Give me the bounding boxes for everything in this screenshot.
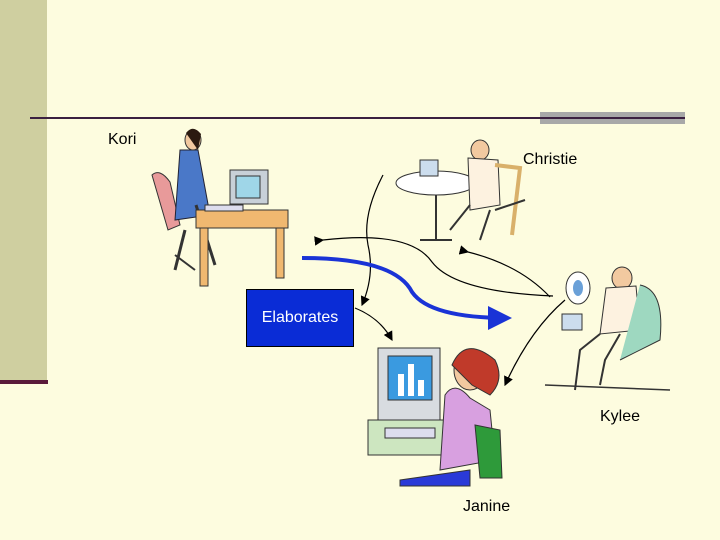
title-rule xyxy=(30,117,685,119)
kori-figure xyxy=(151,128,289,287)
sidebar-underline xyxy=(0,380,48,384)
elaborates-box: Elaborates xyxy=(246,289,354,347)
christie-figure xyxy=(395,139,526,241)
arrow-box-to-janine xyxy=(354,307,393,342)
arrow-kylee-to-christie xyxy=(458,245,551,298)
kylee-figure xyxy=(544,266,671,391)
label-kori: Kori xyxy=(108,131,137,148)
janine-figure xyxy=(367,347,503,487)
arrow-kylee-to-janine xyxy=(504,299,566,387)
label-kylee: Kylee xyxy=(600,408,641,425)
elaborates-label: Elaborates xyxy=(261,309,339,326)
label-christie: Christie xyxy=(523,151,578,168)
label-janine: Janine xyxy=(463,498,511,515)
arrow-christie-to-box xyxy=(360,174,384,307)
arrow-kylee-to-kori xyxy=(314,236,554,297)
interaction-arrows xyxy=(314,174,566,387)
slide-sidebar xyxy=(0,0,47,384)
elaborates-flow-arrow xyxy=(301,256,512,330)
